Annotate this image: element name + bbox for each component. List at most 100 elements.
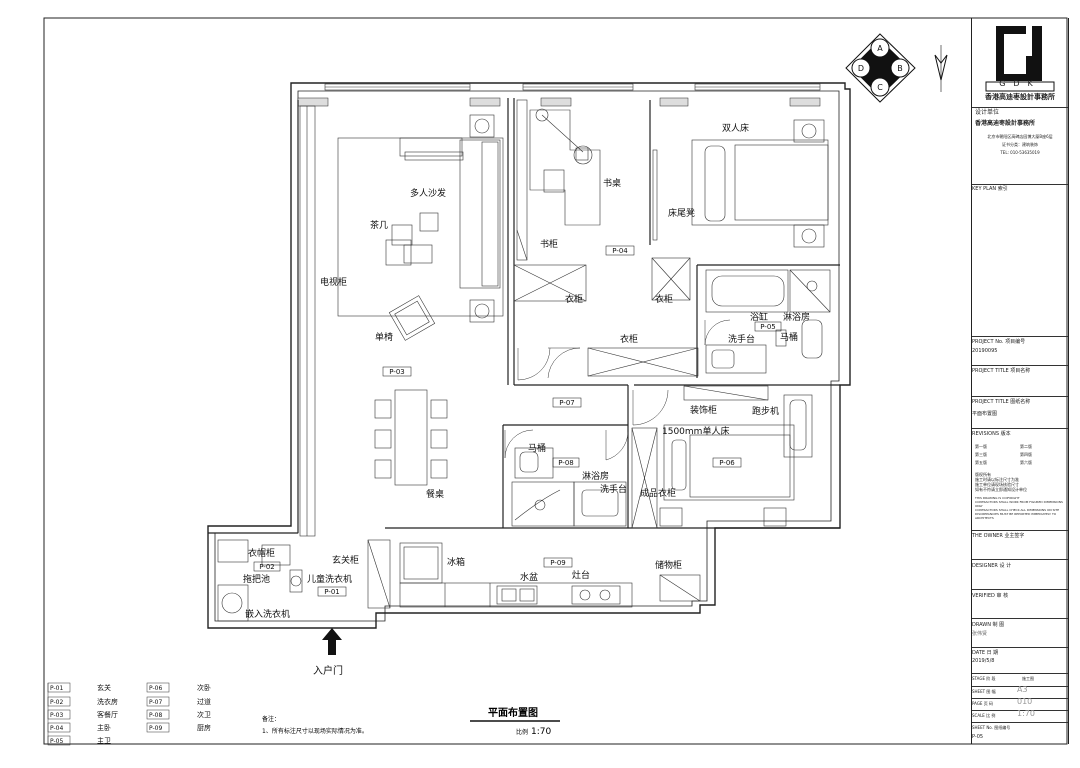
label-fitted-wardrobe: 成品衣柜 [640,487,676,499]
drawing-title: 平面布置图 [488,706,538,719]
project-title-label: PROJECT TITLE 项目名称 [972,368,1031,374]
label-single-bed: 1500mm单人床 [662,425,729,437]
tag-p01: P-01 [324,588,340,596]
kitchen-fixtures [367,539,701,609]
sheet-label: SHEET 图 幅 [972,689,996,694]
legend-name-7: 过道 [197,697,211,706]
tag-p04: P-04 [612,247,628,255]
entrance-arrow [322,628,342,655]
revisions-label: REVISIONS 版本 [972,431,1011,437]
verified-label: VERIFIED 审 核 [972,593,1009,599]
legend-name-5: 主卫 [97,736,111,745]
compass-rose: A B C D [845,33,916,103]
label-fridge: 冰箱 [447,556,465,568]
rev-5: 第五版 [975,460,987,465]
page: 010 [1017,697,1033,706]
label-desk: 书桌 [603,177,621,189]
drawing-scale: 1:70 [531,727,551,737]
label-builtin-washer: 嵌入洗衣机 [245,608,290,620]
north-arrow-icon [934,45,948,92]
rev-4: 第四版 [1020,452,1032,457]
company-name: 香港高迪枣設計事務所 [985,93,1055,101]
label-sink: 水盆 [520,571,538,583]
stage-label: STAGE 阶 段 [972,676,996,681]
legend-code-1: P-01 [50,685,63,692]
laundry-fixtures [217,539,303,622]
tag-p05: P-05 [760,323,776,331]
sofa-group [337,114,504,323]
tv-cabinet [299,105,316,537]
label-tea-table: 茶几 [370,219,388,231]
sheet-no-label: SHEET No. 图纸编号 [972,725,1011,730]
drawing-title-block: 平面布置图 比例 1:70 备注： 1、所有标注尺寸以现场实际情况为准。 [262,706,560,737]
notes-text: 1、所有标注尺寸以现场实际情况为准。 [262,727,368,735]
legend-name-9: 厨房 [197,723,211,732]
legend-name-6: 次卧 [197,683,211,692]
exterior-walls [207,82,851,629]
label-storage: 储物柜 [655,559,682,571]
copyright-cn: 版权所有 施工时请以标注尺寸为准 施工单位请现场核验尺寸 如有不符请立即通知设计… [975,472,1027,492]
legend-code-4: P-04 [50,725,63,732]
master-wardrobes [513,257,699,377]
label-kids-washer: 儿童洗衣机 [307,573,352,585]
label-wardrobe-3: 衣柜 [620,333,638,345]
label-bed-bench: 床尾凳 [668,207,695,219]
label-wardrobe-2: 衣柜 [655,293,673,305]
logo-text: GDK [999,79,1041,88]
label-wash-basin: 洗手台 [728,333,755,345]
legend-name-4: 主卧 [97,723,111,732]
legend-code-5: P-05 [50,738,63,745]
label-wash-basin-2: 洗手台 [600,483,627,495]
legend-name-8: 次卫 [197,710,211,719]
address: 北京市朝阳区高碑店园博大厦B座6层 [987,134,1053,139]
legend-code-8: P-08 [149,712,162,719]
project-no-label: PROJECT No. 项目编号 [972,339,1026,345]
page-label: PAGE 页 码 [972,701,993,706]
date-label: DATE 日 期 [972,650,999,656]
dining-set [374,389,448,486]
label-tv-cabinet: 电视柜 [320,276,347,288]
project-title2: 平面布置图 [972,411,998,417]
legend-code-3: P-03 [50,712,63,719]
master-bath-fixtures [705,269,831,374]
legend-code-2: P-02 [50,699,63,706]
furniture-labels: 多人沙发 茶几 电视柜 单椅 餐桌 书桌 书柜 衣柜 衣柜 衣柜 双人床 床尾凳… [243,122,810,677]
drawn-by: 张伟贤 [972,631,988,637]
drawing-scale-label: 比例 [516,728,528,736]
label-double-bed: 双人床 [722,122,749,134]
sheet-no: P-05 [972,734,984,740]
design-unit: 香港高迪枣設計事務所 [975,120,1036,127]
label-coat-cabinet: 衣帽柜 [248,547,275,559]
legend-code-9: P-09 [149,725,162,732]
legend-name-3: 客餐厅 [97,710,118,719]
stage: 施工图 [1022,676,1034,681]
armchair [388,295,436,341]
rev-3: 第三版 [975,452,987,457]
compass-b: B [897,64,903,73]
label-bookcase: 书柜 [540,238,558,250]
design-unit-label: 设计单位 [975,109,1000,116]
project-no: 20190095 [972,348,998,354]
label-treadmill: 跑步机 [752,405,779,417]
key-plan-label: KEY PLAN 索引 [972,186,1008,192]
tag-p09: P-09 [550,559,566,567]
label-decor-cabinet: 装饰柜 [690,404,717,416]
scale: 1:70 [1017,709,1035,718]
label-entrance: 入户门 [313,664,343,677]
tag-p02: P-02 [259,563,275,571]
tag-p07: P-07 [559,399,575,407]
owner-label: THE OWNER 业主签字 [972,533,1025,539]
scale-label: SCALE 比 例 [972,713,996,718]
company-logo [985,26,1055,92]
title-block: GDK 香港高迪枣設計事務所 设计单位 香港高迪枣設計事務所 北京市朝阳区高碑店… [971,18,1069,744]
legend-code-7: P-07 [149,699,162,706]
rev-6: 第六版 [1020,460,1032,465]
tel: TEL: 010-53635019 [1000,150,1040,155]
label-toilet: 马桶 [780,331,798,343]
windows [324,83,821,91]
legend-name-1: 玄关 [97,683,111,692]
label-mop-pool: 拖把池 [243,573,270,585]
label-sofa: 多人沙发 [410,187,446,199]
